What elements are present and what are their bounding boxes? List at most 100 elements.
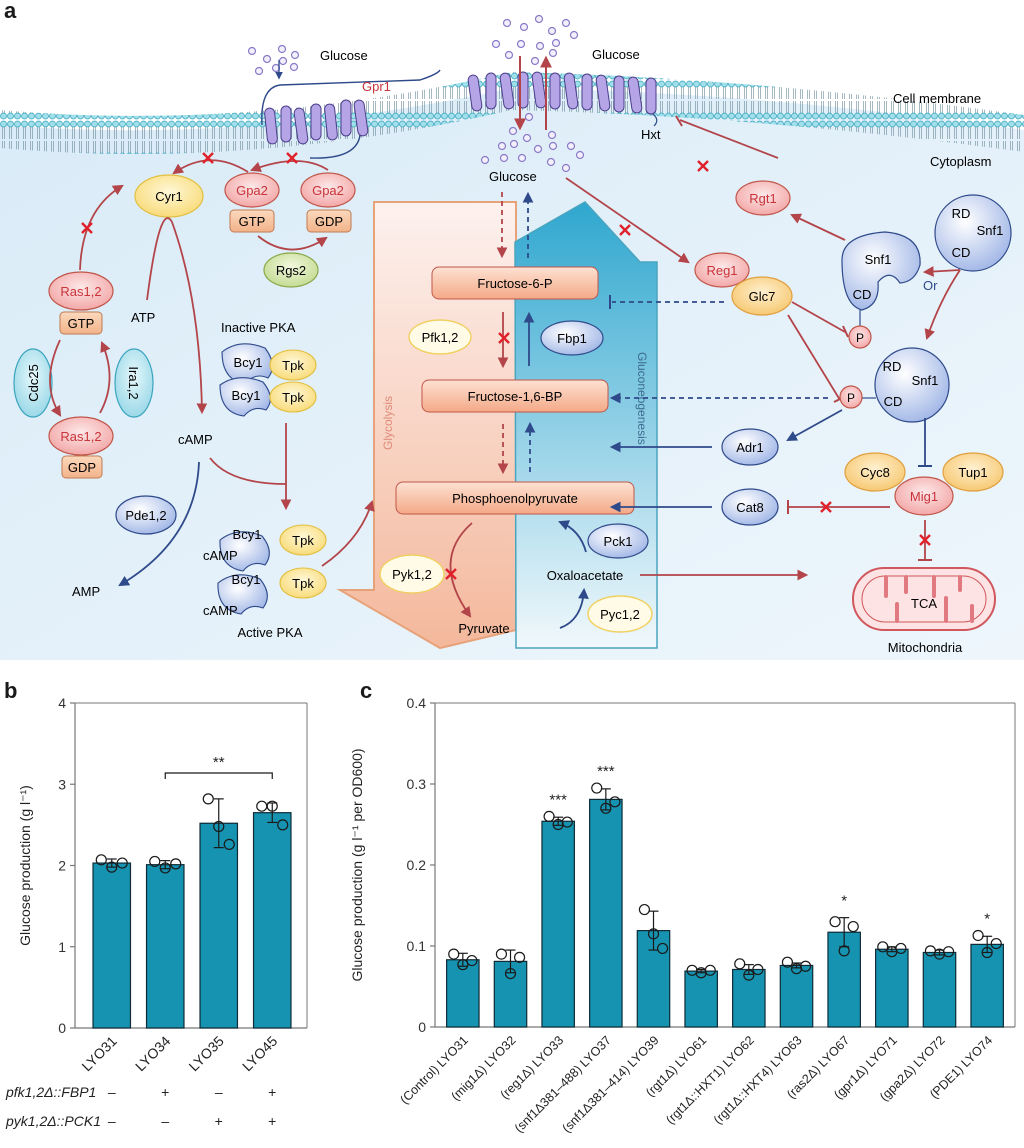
gpr1-receptor [261,69,441,159]
x-mark-icon [445,568,457,580]
data-point [847,920,859,933]
data-point [799,960,812,972]
active-pka-label: Active PKA [237,625,302,640]
x-mark-icon [202,152,214,164]
hxt-label: Hxt [641,127,661,142]
svg-text:cAMP: cAMP [203,548,238,563]
data-point [990,937,1002,950]
svg-text:CD: CD [853,287,872,302]
bar [684,970,718,1028]
bar [145,864,185,1029]
data-point [95,854,107,866]
genotype-value: – [215,1084,223,1100]
svg-text:Tpk: Tpk [292,533,314,548]
svg-text:Pck1: Pck1 [604,534,633,549]
bar [732,968,766,1028]
svg-text:Reg1: Reg1 [706,263,737,278]
cyc8-node: Cyc8 [844,452,906,492]
bar [92,862,132,1029]
svg-text:Bcy1: Bcy1 [233,527,262,542]
x-mark-icon [697,160,709,172]
glucose-top-label: Glucose [592,47,640,62]
data-point [942,946,955,958]
x-mark-icon [820,501,832,513]
genotype-value: + [215,1113,223,1129]
data-point [277,819,289,831]
fbp1-node: Fbp1 [540,320,604,356]
data-point [981,946,993,959]
data-point [600,802,612,814]
data-point [561,816,573,828]
bar [779,964,814,1028]
x-mark-icon [286,152,298,164]
rgt1-node: Rgt1 [735,180,791,216]
data-point [591,782,603,794]
svg-text:RD: RD [883,359,902,374]
svg-text:Gpa2: Gpa2 [312,183,344,198]
ira-node: Ira1,2 [114,348,154,418]
pde-node: Pde1,2 [115,495,177,535]
svg-text:Adr1: Adr1 [736,440,763,455]
data-point [972,929,984,942]
x-mark-icon [498,332,510,344]
svg-text:Fructose-1,6-BP: Fructose-1,6-BP [468,389,563,404]
x-tick-label: (rgt1Δ::HXT4) LYO63 [711,1033,805,1127]
x-tick-label: LYO34 [132,1033,174,1075]
significance-label: * [984,910,990,927]
oxaloacetate-label: Oxaloacetate [547,568,624,583]
bar [252,812,292,1029]
significance-label: *** [597,763,615,780]
svg-text:P: P [856,331,864,345]
amp-label: AMP [72,584,100,599]
bar [541,820,575,1028]
phosphoenolpyruvate-box: Phosphoenolpyruvate [395,481,635,515]
y-axis-label: Glucose production (g l⁻¹) [17,785,33,946]
y-tick-label: 1 [58,939,66,955]
data-point [838,945,850,957]
data-point [647,928,660,940]
genotype-value: + [161,1084,169,1100]
y-tick-label: 0 [58,1020,66,1036]
atp-label: ATP [131,310,155,325]
fructose-16-bp-box: Fructose-1,6-BP [421,379,609,413]
cell-membrane-label: Cell membrane [893,91,981,106]
data-point [504,967,517,980]
active-pka-complex: Bcy1 cAMP Tpk Bcy1 cAMP Tpk [203,524,327,618]
genotype-value: + [268,1113,276,1129]
svg-text:Rgt1: Rgt1 [749,191,776,206]
data-point [743,969,755,981]
pyruvate-label: Pyruvate [458,621,509,636]
data-point [149,855,161,868]
x-tick-label: (snf1Δ381–414) LYO39 [559,1033,661,1135]
svg-text:Bcy1: Bcy1 [232,572,261,587]
data-point [734,958,746,970]
svg-text:Pfk1,2: Pfk1,2 [422,330,459,345]
y-tick-label: 3 [58,776,66,792]
svg-text:GDP: GDP [315,214,343,229]
svg-text:CD: CD [952,245,971,260]
svg-text:Pyk1,2: Pyk1,2 [392,567,432,582]
panel-a-label: a [4,0,17,23]
cdc25-node: Cdc25 [13,348,53,418]
cat8-node: Cat8 [721,488,779,526]
svg-text:Snf1: Snf1 [977,223,1004,238]
glycolysis-label: Glycolysis [381,396,395,450]
data-point [704,964,716,976]
ras-gtp-node: Ras1,2 GTP [48,271,114,335]
x-tick-label: (snf1Δ381–488) LYO37 [512,1033,614,1135]
glc7-node: Glc7 [731,276,793,316]
data-point [877,941,889,953]
svg-text:Bcy1: Bcy1 [234,355,263,370]
svg-text:Ras1,2: Ras1,2 [60,429,101,444]
x-mark-icon [81,222,93,234]
mig1-node: Mig1 [894,476,954,516]
glucose-inner-label: Glucose [489,169,537,184]
cytoplasm-label: Cytoplasm [930,154,991,169]
x-tick-label: LYO35 [185,1033,227,1075]
gpr1-label: Gpr1 [362,79,391,94]
y-tick-label: 0.1 [407,938,427,954]
svg-text:RD: RD [952,206,971,221]
reg1-node: Reg1 [694,252,750,288]
data-point [513,951,526,963]
